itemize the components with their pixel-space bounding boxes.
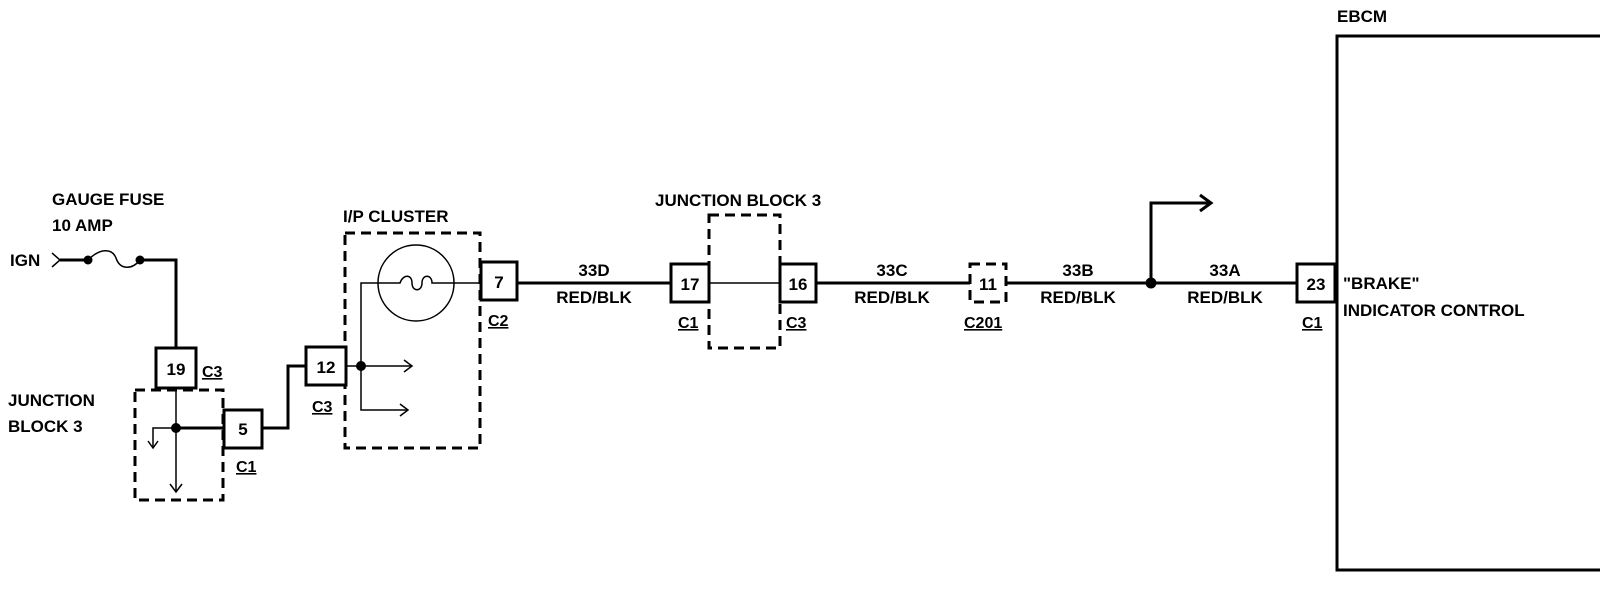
ign-connector-icon <box>51 252 62 268</box>
brake-indicator-label-1: "BRAKE" <box>1343 274 1420 293</box>
gauge-fuse-label: GAUGE FUSE <box>52 190 164 209</box>
circuit-33c-color: RED/BLK <box>854 288 930 307</box>
connector-c1-jb-left: C1 <box>236 459 257 476</box>
ip-cluster-outline <box>343 231 482 450</box>
pin-7-label: 7 <box>494 273 503 292</box>
pin-11-label: 11 <box>979 275 997 294</box>
splice-branch-wire <box>1149 201 1210 283</box>
brake-indicator-label-2: INDICATOR CONTROL <box>1343 301 1525 320</box>
pin-5-box <box>222 408 264 450</box>
splice-branch-arrowhead <box>1199 193 1214 213</box>
circuit-33b-id: 33B <box>1062 261 1093 280</box>
connector-c3-cluster: C3 <box>312 399 333 416</box>
jb-left-branch-arrowhead <box>147 440 159 450</box>
pin-17-label: 17 <box>681 275 700 294</box>
circuit-33d-color: RED/BLK <box>556 288 632 307</box>
ebcm-module-outline <box>1335 34 1600 572</box>
junction-block-left-label-1: JUNCTION <box>8 391 95 410</box>
circuit-33a-color: RED/BLK <box>1187 288 1263 307</box>
junction-block-left-label-2: BLOCK 3 <box>8 417 83 436</box>
ebcm-label: EBCM <box>1337 7 1387 26</box>
connector-c1-jb: C1 <box>678 315 699 332</box>
fuse-rating-label: 10 AMP <box>52 216 113 235</box>
junction-block-top-label: JUNCTION BLOCK 3 <box>655 191 821 210</box>
connector-c2-cluster: C2 <box>488 313 509 330</box>
bulb-filament-icon <box>381 275 452 291</box>
pin-19-label: 19 <box>167 360 186 379</box>
pin-23-label: 23 <box>1307 275 1326 294</box>
junction-block-top-outline <box>707 213 782 350</box>
cluster-bulb-feed <box>360 282 381 366</box>
ign-label: IGN <box>10 251 40 270</box>
pin-19-box <box>154 346 198 390</box>
ip-cluster-label: I/P CLUSTER <box>343 207 448 226</box>
jb-left-branch-arrow <box>152 427 176 448</box>
circuit-33c-id: 33C <box>876 261 907 280</box>
pin-16-box <box>778 262 818 304</box>
circuit-33d-id: 33D <box>578 261 609 280</box>
pin-16-label: 16 <box>789 275 808 294</box>
circuit-33a-id: 33A <box>1209 261 1240 280</box>
pin-12-label: 12 <box>317 358 336 377</box>
cluster-branch-2-arrowhead <box>399 403 410 417</box>
pin-7-box <box>479 260 519 302</box>
cluster-branch-2 <box>360 366 408 411</box>
fuse-element-icon <box>87 250 141 268</box>
fuse-output-wire <box>140 258 178 348</box>
connector-c3-fuse: C3 <box>202 364 223 381</box>
pin-17-box <box>669 262 711 304</box>
connector-c1-ebcm: C1 <box>1302 315 1323 332</box>
junction-block-left-outline <box>133 388 225 502</box>
connector-c201: C201 <box>964 315 1002 332</box>
pin-5-label: 5 <box>238 420 247 439</box>
pin-23-box <box>1295 262 1337 304</box>
jb-left-down-arrow <box>169 483 183 494</box>
pin5-to-cluster-wire <box>262 364 306 430</box>
connector-c3-jb: C3 <box>786 315 807 332</box>
cluster-branch-1-arrowhead <box>403 359 414 373</box>
circuit-33b-color: RED/BLK <box>1040 288 1116 307</box>
